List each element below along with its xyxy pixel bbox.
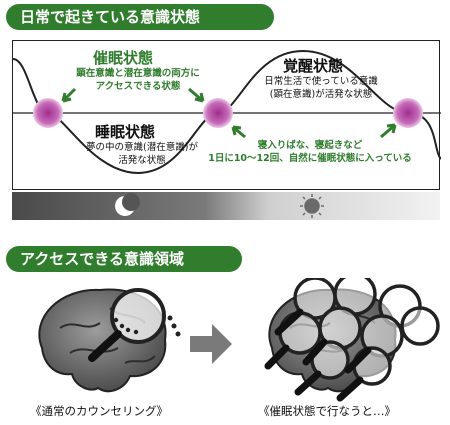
awake-desc: 日常生活で使っている意識 (顕在意識)が活発な状態: [251, 75, 391, 101]
sleep-desc-line1: 夢の中の意識(潜在意識)が: [86, 142, 198, 153]
awake-desc-line2: (顕在意識)が活発な状態: [269, 89, 373, 100]
consciousness-wave-diagram: 催眠状態 顕在意識と潜在意識の両方に アクセスできる状態 覚醒状態 日常生活で使…: [12, 40, 441, 190]
green-arrows: [61, 87, 397, 139]
sleep-desc-line2: 活発な状態: [118, 155, 166, 166]
note-line2: 1日に10～12回、自然に催眠状態に入っている: [208, 153, 412, 164]
hypnosis-point-3: [393, 98, 423, 128]
wave-graphic: [13, 49, 441, 175]
hypnosis-desc: 顕在意識と潜在意識の両方に アクセスできる状態: [63, 67, 213, 93]
magnifier-handles: [264, 308, 372, 402]
night-day-bar: [12, 192, 440, 220]
hypnosis-title: 催眠状態: [93, 49, 154, 67]
night-day-icons: [115, 193, 324, 218]
awake-title: 覚醒状態: [283, 57, 344, 75]
magnifying-glass-icon-left: [88, 288, 181, 362]
sun-icon: [300, 194, 324, 218]
access-illustration: [38, 278, 440, 402]
awake-desc-line1: 日常生活で使っている意識: [264, 76, 378, 87]
hypnosis-point-1: [33, 98, 63, 128]
arrow-to-point-1: [61, 87, 77, 103]
arrow-to-point-2: [188, 87, 205, 103]
magnifying-glass-icon-group: [278, 278, 440, 386]
hypnosis-note: 寝入りばな、寝起きなど 1日に10～12回、自然に催眠状態に入っている: [185, 139, 435, 165]
right-caption: 《催眠状態で行なうと…》: [258, 404, 396, 418]
hypnosis-desc-line1: 顕在意識と潜在意識の両方に: [76, 68, 200, 79]
section-title-access: アクセスできる意識領域: [6, 246, 242, 272]
hypnosis-point-2: [203, 98, 233, 128]
arrow-to-point-2b: [231, 125, 246, 139]
hypnosis-desc-line2: アクセスできる状態: [95, 81, 181, 92]
sleep-desc: 夢の中の意識(潜在意識)が 活発な状態: [67, 141, 217, 167]
crescent-moon-icon: [115, 193, 140, 216]
note-line1: 寝入りばな、寝起きなど: [257, 140, 363, 151]
left-caption: 《通常のカウンセリング》: [30, 404, 168, 418]
right-arrow-icon: [190, 324, 232, 364]
sleep-title: 睡眠状態: [95, 123, 156, 141]
section-title-states: 日常で起きている意識状態: [6, 4, 274, 30]
arrow-to-point-3: [380, 123, 397, 139]
